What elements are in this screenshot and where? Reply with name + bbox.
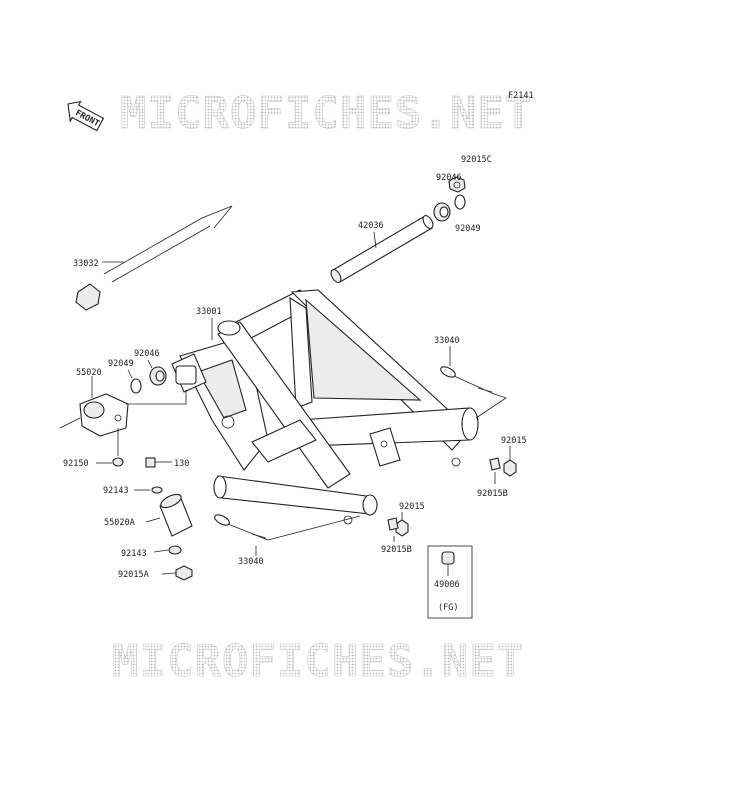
leader-92049-left bbox=[127, 369, 133, 379]
bolt-92150 bbox=[112, 428, 124, 467]
label-130: 130 bbox=[174, 459, 189, 469]
leader-92046-left bbox=[147, 359, 153, 369]
bolt-130 bbox=[145, 457, 168, 468]
label-33040-right: 33040 bbox=[434, 336, 460, 346]
label-92049-left: 92049 bbox=[108, 359, 134, 369]
label-92015B-right: 92015B bbox=[477, 489, 508, 499]
label-55020: 55020 bbox=[76, 368, 102, 378]
nut-92015-right bbox=[503, 459, 517, 477]
leader-55020A bbox=[145, 517, 161, 523]
label-92049-top: 92049 bbox=[455, 224, 481, 234]
label-33032: 33032 bbox=[73, 259, 99, 269]
label-92143-bottom: 92143 bbox=[121, 549, 147, 559]
figure-code: F2141 bbox=[508, 91, 534, 101]
pivot-sleeve bbox=[330, 215, 434, 283]
swingarm-frame bbox=[171, 289, 479, 525]
nut-92015B-right bbox=[489, 457, 501, 471]
chain-adjuster-33040-right bbox=[440, 366, 507, 419]
washer-92143-top bbox=[151, 486, 163, 494]
seal-92049-left bbox=[130, 378, 142, 394]
label-49006: 49006 bbox=[434, 580, 460, 590]
fg-part-box bbox=[427, 545, 473, 619]
watermark-bottom: MICROFICHES.NET bbox=[112, 636, 524, 687]
chain-adjuster-33040-bottom bbox=[214, 514, 361, 541]
leader-42036 bbox=[373, 231, 377, 249]
label-fg-note: (FG) bbox=[438, 603, 458, 613]
label-92046-top: 92046 bbox=[436, 173, 462, 183]
front-arrow-icon: FRONT bbox=[67, 100, 105, 132]
label-42036: 42036 bbox=[358, 221, 384, 231]
leader-92143-bottom bbox=[153, 549, 169, 553]
label-92015-mid: 92015 bbox=[399, 502, 425, 512]
seal-92049-top bbox=[454, 194, 466, 210]
label-92046-left: 92046 bbox=[134, 349, 160, 359]
bushing-92046-top bbox=[433, 202, 451, 222]
label-92143-top: 92143 bbox=[103, 486, 129, 496]
clamp-block-55020 bbox=[59, 390, 187, 437]
bushing-92046-left bbox=[149, 366, 167, 386]
watermark-top: MICROFICHES.NET bbox=[120, 88, 532, 139]
nut-92015C bbox=[448, 176, 466, 193]
leader-92015A bbox=[161, 572, 177, 575]
label-33040-bottom: 33040 bbox=[238, 557, 264, 567]
label-33001: 33001 bbox=[196, 307, 222, 317]
cap-49006 bbox=[441, 551, 455, 565]
washer-92143-bottom bbox=[168, 545, 182, 555]
collar-55020A bbox=[159, 493, 193, 537]
nut-92015B-mid bbox=[387, 517, 399, 531]
nut-92015A bbox=[175, 565, 193, 581]
label-92015C: 92015C bbox=[461, 155, 492, 165]
label-92015B-mid: 92015B bbox=[381, 545, 412, 555]
label-92015A: 92015A bbox=[118, 570, 149, 580]
label-55020A: 55020A bbox=[104, 518, 135, 528]
pivot-shaft-bolt bbox=[75, 205, 233, 311]
label-92015-right: 92015 bbox=[501, 436, 527, 446]
label-92150: 92150 bbox=[63, 459, 89, 469]
